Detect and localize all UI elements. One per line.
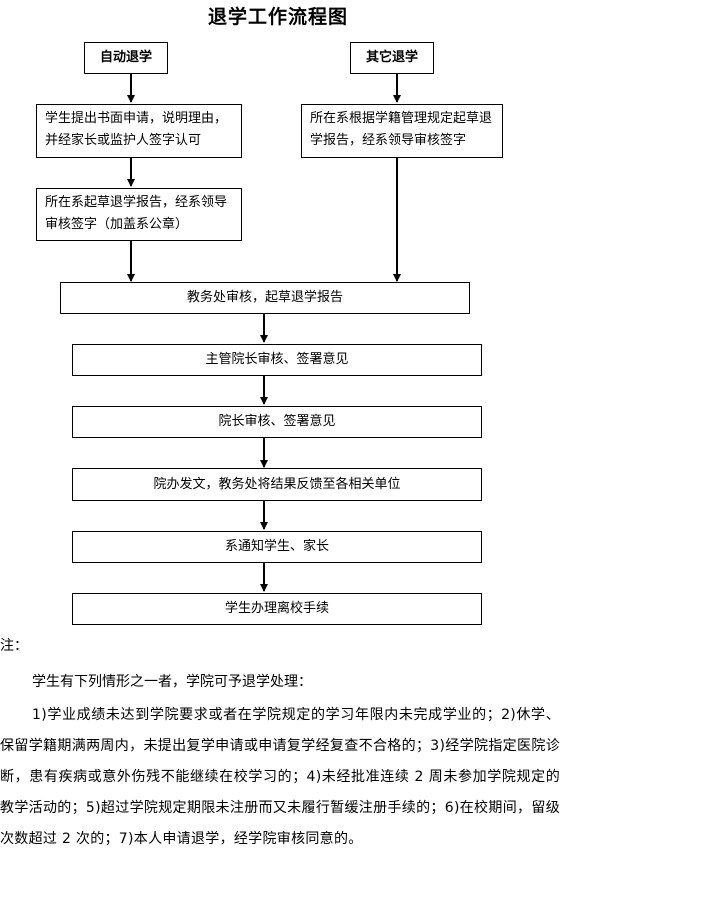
notes-intro: 学生有下列情形之一者，学院可予退学处理： [32, 674, 312, 690]
other-withdrawal-box: 其它退学 [350, 42, 434, 74]
flow-step-academic-affairs-review: 教务处审核，起草退学报告 [60, 282, 470, 314]
other-step-department-report: 所在系根据学籍管理规定起草退学报告，经系领导审核签字 [301, 104, 503, 158]
auto-step-department-report: 所在系起草退学报告，经系领导审核签字（加盖系公章） [36, 188, 242, 241]
flow-step-issue-document: 院办发文，教务处将结果反馈至各相关单位 [72, 468, 482, 501]
flow-step-notify-family: 系通知学生、家长 [72, 531, 482, 563]
flow-step-president-review: 院长审核、签署意见 [72, 406, 482, 438]
flow-step-leave-procedures: 学生办理离校手续 [72, 593, 482, 625]
flow-step-vice-president-review: 主管院长审核、签署意见 [72, 344, 482, 376]
flow-connectors [127, 73, 401, 592]
auto-step-application: 学生提出书面申请，说明理由，并经家长或监护人签字认可 [36, 104, 242, 158]
auto-withdrawal-box: 自动退学 [84, 42, 168, 74]
notes-label: 注： [0, 638, 28, 654]
page-title: 退学工作流程图 [207, 6, 348, 28]
notes-body: 1)学业成绩未达到学院要求或者在学院规定的学习年限内未完成学业的；2)休学、保留… [0, 707, 560, 847]
